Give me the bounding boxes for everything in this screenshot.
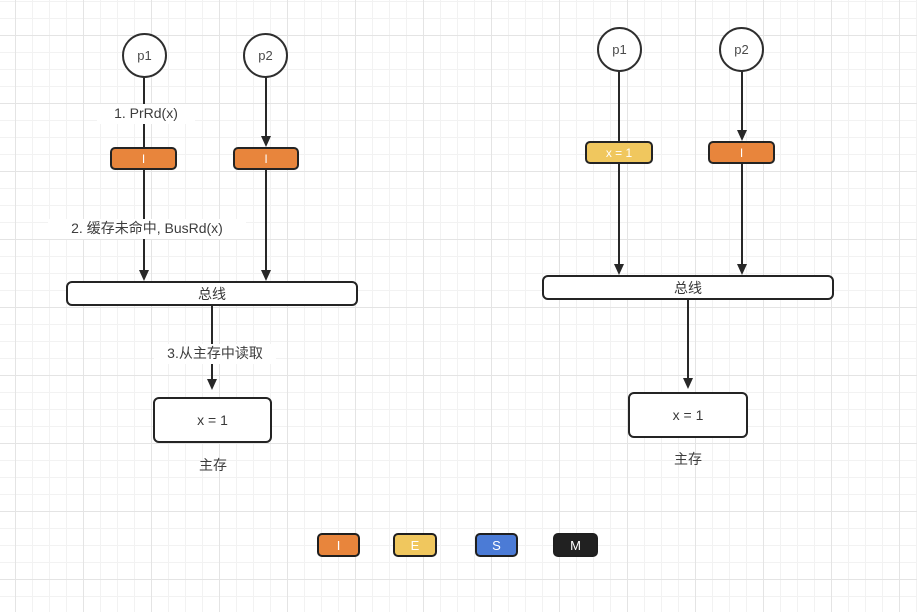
processor-label: p2 bbox=[258, 48, 273, 63]
arrowhead bbox=[737, 130, 747, 141]
legend-item-invalid: I bbox=[317, 533, 360, 557]
connector-left-p2-to-cache bbox=[265, 77, 267, 136]
connector-right-p1-to-bus bbox=[618, 71, 620, 264]
connector-right-p2-to-cache bbox=[741, 71, 743, 130]
connector-left-p1-to-bus bbox=[143, 77, 145, 271]
processor-node-p2: p2 bbox=[719, 27, 764, 72]
cache-state-label: I bbox=[141, 151, 146, 166]
memory-box: x = 1 bbox=[153, 397, 272, 443]
arrowhead bbox=[261, 136, 271, 147]
legend-item-exclusive: E bbox=[393, 533, 437, 557]
arrowhead bbox=[139, 270, 149, 281]
cache-state-label: I bbox=[264, 151, 268, 166]
connector-left-p2cache-to-bus bbox=[265, 169, 267, 270]
bus-label: 总线 bbox=[674, 279, 702, 296]
legend-item-shared: S bbox=[475, 533, 518, 557]
arrowhead bbox=[614, 264, 624, 275]
processor-node-p1: p1 bbox=[122, 33, 167, 78]
legend-item-modified: M bbox=[553, 533, 598, 557]
processor-node-p2: p2 bbox=[243, 33, 288, 78]
arrowhead bbox=[261, 270, 271, 281]
connector-right-bus-to-memory bbox=[687, 300, 689, 378]
arrowhead bbox=[207, 379, 217, 390]
cache-state-label: I bbox=[739, 145, 744, 160]
legend-label: E bbox=[410, 537, 420, 553]
step-2-annotation: 2. 缓存未命中, BusRd(x) bbox=[48, 219, 246, 239]
processor-node-p1: p1 bbox=[597, 27, 642, 72]
processor-label: p2 bbox=[734, 42, 749, 57]
cache-state-box-p2: I bbox=[708, 141, 775, 164]
connector-left-bus-to-memory bbox=[211, 306, 213, 379]
processor-label: p1 bbox=[137, 48, 152, 63]
legend-label: S bbox=[492, 537, 501, 553]
arrowhead bbox=[683, 378, 693, 389]
cache-state-box-p1: I bbox=[110, 147, 177, 170]
memory-value: x = 1 bbox=[197, 412, 228, 428]
bus-box: 总线 bbox=[66, 281, 358, 306]
connector-right-p2cache-to-bus bbox=[741, 164, 743, 264]
bus-label: 总线 bbox=[198, 285, 226, 302]
step-1-annotation: 1. PrRd(x) bbox=[97, 104, 195, 124]
legend-label: I bbox=[336, 537, 341, 553]
cache-state-label: x = 1 bbox=[605, 145, 633, 160]
memory-value: x = 1 bbox=[672, 407, 704, 423]
step-3-annotation: 3.从主存中读取 bbox=[154, 344, 276, 364]
legend-label: M bbox=[570, 537, 581, 553]
processor-label: p1 bbox=[612, 42, 627, 57]
memory-box: x = 1 bbox=[628, 392, 748, 438]
memory-caption: 主存 bbox=[199, 457, 227, 473]
cache-state-box-p1: x = 1 bbox=[585, 141, 653, 164]
memory-caption: 主存 bbox=[674, 451, 702, 467]
bus-box: 总线 bbox=[542, 275, 834, 300]
arrowhead bbox=[737, 264, 747, 275]
cache-state-box-p2: I bbox=[233, 147, 299, 170]
